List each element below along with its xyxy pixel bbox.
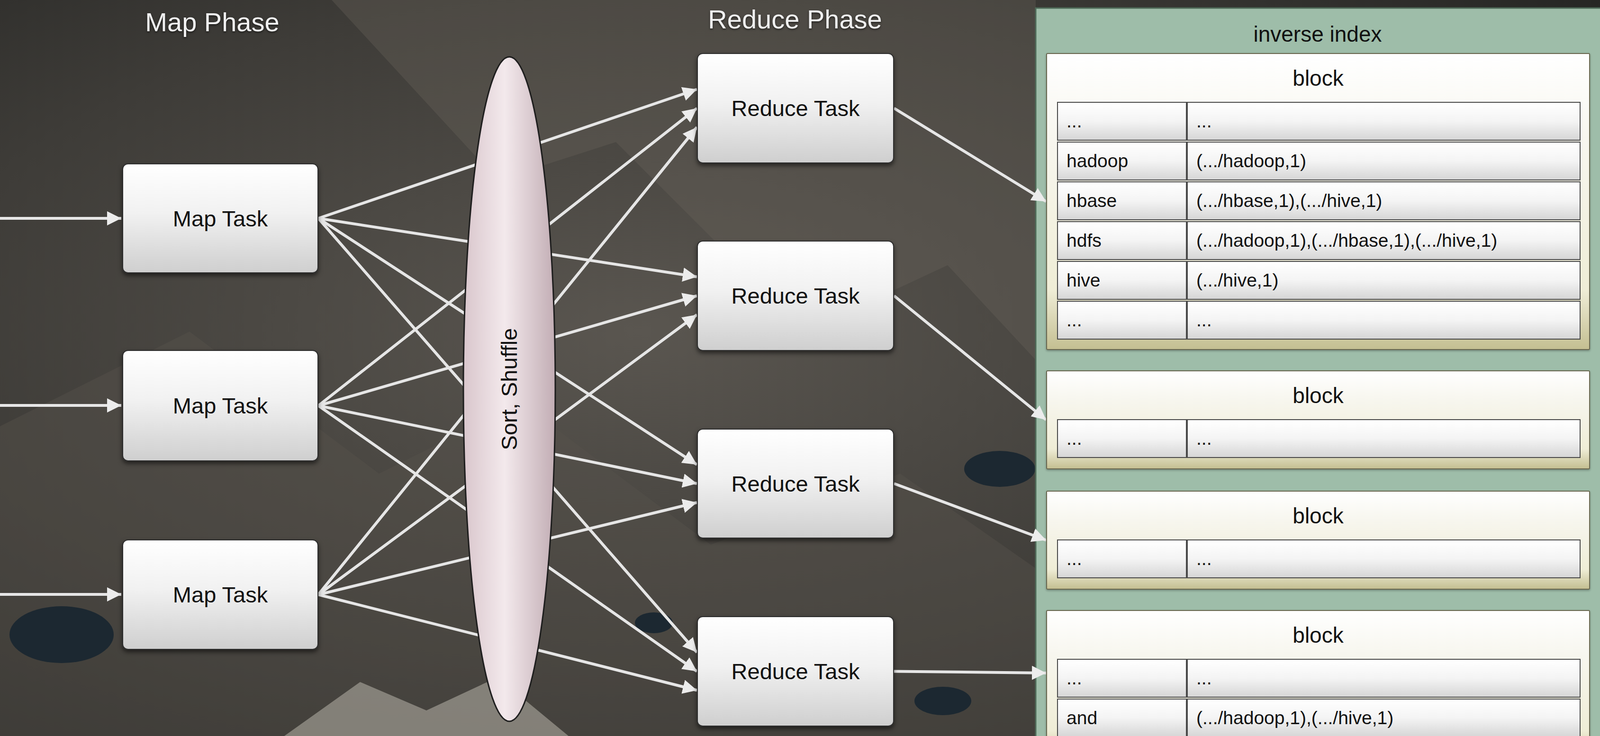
flow-arrow (894, 296, 1047, 421)
table-cell: ... (1186, 101, 1581, 141)
node-label: Map Task (172, 205, 268, 232)
table-cell: ... (1186, 539, 1581, 579)
phase-title-holder: Map Phase (22, 7, 402, 38)
index-term: ... (1066, 668, 1083, 689)
table-cell: (.../hadoop,1),(.../hive,1) (1186, 698, 1581, 736)
reduce-task-box: Reduce Task (696, 53, 895, 164)
index-term: hbase (1066, 190, 1117, 212)
phase-title: Map Phase (144, 7, 280, 37)
posting-list: ... (1196, 110, 1212, 132)
mountain-ridge (331, 0, 1036, 361)
table-cell: (.../hadoop,1) (1186, 141, 1581, 181)
index-term: hdfs (1066, 230, 1102, 252)
index-term: hadoop (1066, 150, 1129, 172)
posting-list: (.../hive,1) (1196, 270, 1279, 291)
index-term: and (1066, 707, 1098, 729)
posting-list: ... (1196, 309, 1212, 331)
index-panel: inverse index block...... hadoop (.../hadoo… (1035, 8, 1600, 736)
node-label: Reduce Task (731, 95, 860, 122)
table-cell: hdfs (1057, 221, 1187, 261)
flow-arrow (894, 671, 1047, 674)
node-heading: inverse index (1035, 8, 1600, 46)
index-term: ... (1066, 548, 1083, 570)
posting-list: ... (1196, 668, 1212, 689)
lake (9, 606, 114, 664)
phase-title-holder: Reduce Phase (605, 4, 985, 35)
table-cell: (.../hbase,1),(.../hive,1) (1186, 181, 1581, 221)
table-cell: (.../hive,1) (1186, 261, 1581, 300)
map-task-box: Map Task (122, 539, 319, 651)
input-arrow (0, 593, 122, 597)
ellipse-shape (463, 56, 556, 722)
index-block: block...... hadoop (.../hadoop,1) hbase (...… (1046, 53, 1591, 351)
map-task-box: Map Task (122, 163, 319, 274)
posting-list: (.../hadoop,1) (1196, 150, 1307, 172)
table-cell: hive (1057, 261, 1187, 300)
index-term: hive (1066, 270, 1101, 291)
posting-list: (.../hadoop,1),(.../hive,1) (1196, 707, 1394, 729)
lake (964, 451, 1036, 488)
node-heading: block (1047, 54, 1590, 90)
node-label: Map Task (172, 581, 268, 608)
node-heading: block (1047, 491, 1590, 527)
table-cell: ... (1057, 300, 1187, 340)
index-block: block...... and (.../hadoop,1),(.../hive,1… (1046, 610, 1591, 736)
input-arrow (0, 404, 122, 407)
phase-title: Reduce Phase (707, 4, 882, 35)
posting-list: ... (1196, 428, 1212, 450)
reduce-task-box: Reduce Task (696, 240, 895, 352)
table-cell: and (1057, 698, 1187, 736)
table-cell: hadoop (1057, 141, 1187, 181)
posting-list: ... (1196, 548, 1212, 570)
reduce-task-box: Reduce Task (696, 616, 895, 727)
node-heading: block (1047, 611, 1590, 647)
table-cell: (.../hadoop,1),(.../hbase,1),(.../hive,1… (1186, 221, 1581, 261)
table-cell: ... (1057, 101, 1187, 141)
index-term: ... (1066, 110, 1083, 132)
table-cell: ... (1186, 659, 1581, 698)
map-task-box: Map Task (122, 350, 319, 462)
posting-list: (.../hbase,1),(.../hive,1) (1196, 190, 1383, 212)
flow-arrow (894, 108, 1047, 202)
table-cell: ... (1186, 419, 1581, 459)
node-heading: block (1047, 371, 1590, 407)
input-arrow (0, 216, 122, 220)
node-label: Map Task (172, 392, 268, 419)
reduce-task-box: Reduce Task (696, 428, 895, 539)
index-block: block...... (1046, 490, 1591, 590)
table-cell: ... (1057, 539, 1187, 579)
node-label: Reduce Task (731, 282, 860, 309)
index-term: ... (1066, 309, 1083, 331)
shuffle-ellipse: Sort, Shuffle (462, 55, 557, 723)
table-cell: ... (1057, 419, 1187, 459)
table-cell: ... (1057, 659, 1187, 698)
table-cell: ... (1186, 300, 1581, 340)
node-label: Reduce Task (731, 470, 860, 498)
flow-arrow (894, 483, 1047, 541)
index-block: block...... (1046, 370, 1591, 470)
lake (914, 687, 972, 716)
node-label: Sort, Shuffle (496, 328, 523, 451)
table-cell: hbase (1057, 181, 1187, 221)
index-term: ... (1066, 428, 1083, 450)
posting-list: (.../hadoop,1),(.../hbase,1),(.../hive,1… (1196, 230, 1498, 252)
node-label: Reduce Task (731, 658, 860, 685)
